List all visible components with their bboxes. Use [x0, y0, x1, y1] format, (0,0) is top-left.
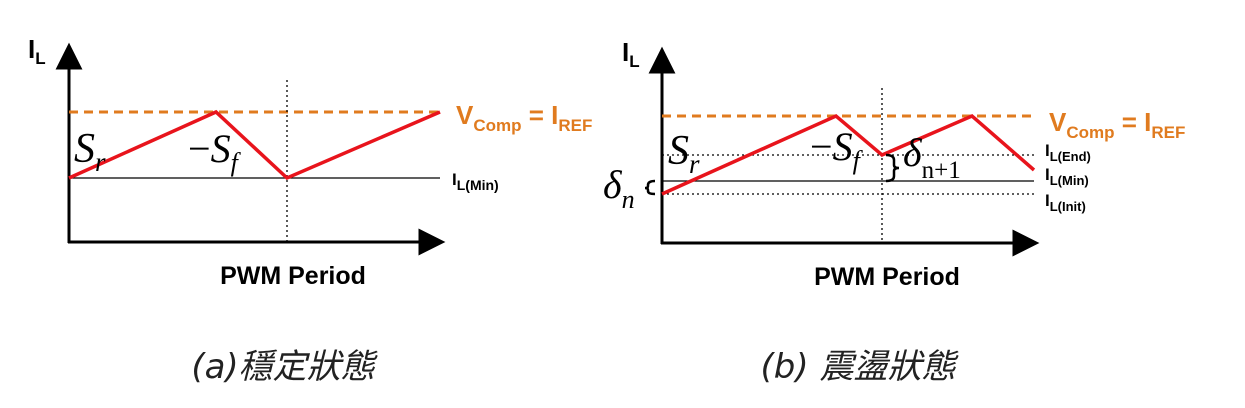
panel-a-y-axis-label: IL	[28, 34, 46, 68]
panel-b-y-axis-label: IL	[622, 37, 640, 71]
panel-b-init-label: IL(Init)	[1045, 191, 1086, 214]
panel-b-end-label: IL(End)	[1045, 141, 1091, 164]
panel-b-reference-label: VComp = IREF	[1049, 107, 1185, 142]
panel-a-inductor-current-waveform	[68, 109, 441, 181]
panel-b-oscillation-state: IL Sr −Sf δn δn+1 VCom	[603, 37, 1185, 387]
panel-b-min-label: IL(Min)	[1045, 165, 1089, 188]
panel-a-fall-slope-label: −Sf	[188, 126, 242, 177]
panel-b-delta-n1-label: δn+1	[903, 130, 961, 184]
panel-a-reference-label: VComp = IREF	[456, 100, 592, 135]
panel-b-rise-slope-label: Sr	[668, 128, 700, 179]
panel-b-delta-n1-brace	[885, 153, 900, 183]
panel-b-delta-n-brace	[644, 179, 656, 196]
panel-b-inductor-current-waveform	[661, 113, 1036, 196]
panel-b-delta-n-label: δn	[603, 162, 635, 214]
panel-a-rise-slope-label: Sr	[74, 126, 106, 177]
panel-b-fall-slope-label: −Sf	[810, 124, 864, 175]
panel-a-caption: (a)穩定狀態	[191, 347, 378, 387]
panel-a-x-axis-label: PWM Period	[220, 262, 366, 290]
panel-a-stable-state: IL Sr −Sf VComp = IREF IL(Min) PWM Perio…	[28, 34, 592, 387]
panel-b-caption: (b) 震盪狀態	[761, 347, 960, 387]
panel-b-x-axis-label: PWM Period	[814, 263, 960, 291]
panel-a-min-label: IL(Min)	[452, 170, 499, 193]
